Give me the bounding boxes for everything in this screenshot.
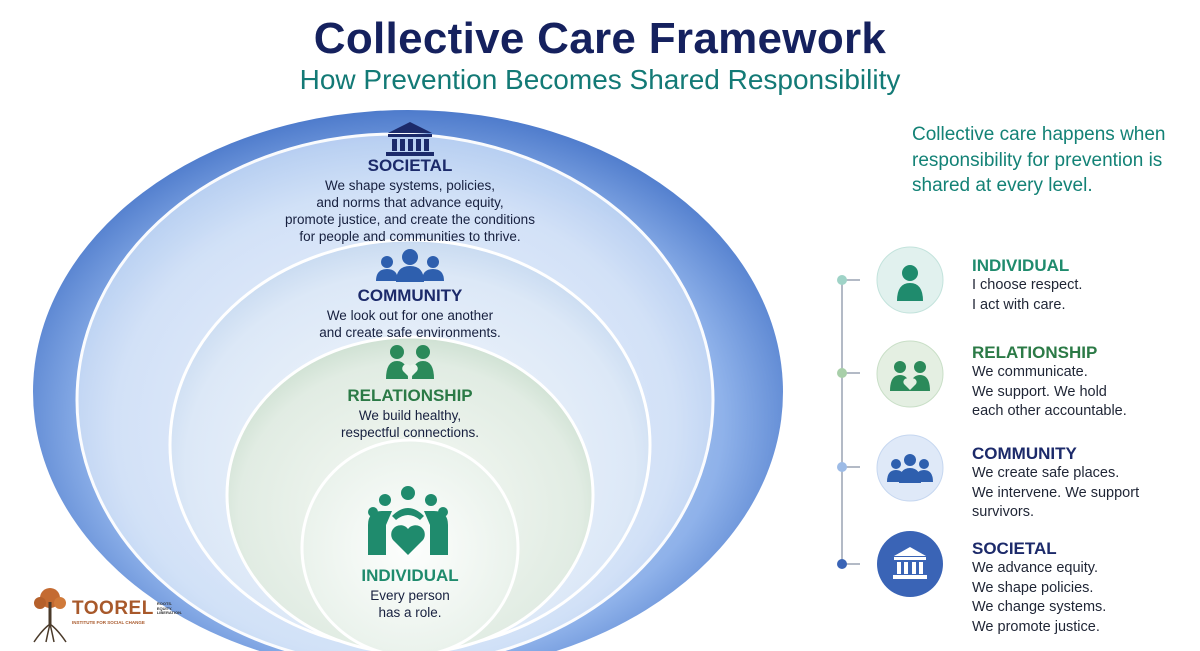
sidebar-item-line: We promote justice. (972, 618, 1100, 635)
sidebar-item-line: We advance equity. (972, 560, 1099, 576)
logo-subtitle: INSTITUTE FOR SOCIAL CHANGE (72, 620, 145, 625)
timeline-dot-community (837, 462, 847, 472)
community-line-2: and create safe environments. (319, 325, 501, 340)
sidebar-item-label: RELATIONSHIP (972, 343, 1098, 362)
relationship-label: RELATIONSHIP (347, 386, 473, 405)
sidebar-item-line: We communicate. (972, 364, 1088, 380)
individual-line-2: has a role. (378, 605, 442, 620)
sidebar-item-line: survivors. (972, 504, 1035, 520)
societal-line-2: and norms that advance equity, (316, 195, 504, 210)
societal-line-4: for people and communities to thrive. (299, 229, 521, 244)
logo-tagline-line: EQUITY. (156, 605, 173, 611)
two-people-heart-icon (386, 345, 434, 379)
sidebar-individual-icon-badge (876, 246, 944, 314)
sidebar-item-individual: INDIVIDUAL I choose respect. I act with … (972, 256, 1192, 315)
sidebar-item-line: each other accountable. (972, 403, 1127, 419)
societal-line-3: promote justice, and create the conditio… (285, 212, 535, 227)
relationship-ring-text: RELATIONSHIP We build healthy, respectfu… (300, 386, 520, 441)
timeline-connector (837, 275, 860, 569)
sidebar-item-line: We shape policies. (972, 579, 1094, 596)
sidebar-item-line: We create safe places. (972, 465, 1120, 481)
individual-ring-text: INDIVIDUAL Every person has a role. (330, 566, 490, 621)
group-people-icon (887, 454, 933, 483)
timeline-dot-societal (837, 559, 847, 569)
government-building-icon (386, 122, 434, 156)
sidebar-item-line: I act with care. (972, 296, 1066, 313)
two-people-heart-icon (890, 361, 930, 391)
sidebar-item-label: SOCIETAL (972, 539, 1057, 558)
sidebar-item-line: I choose respect. (972, 277, 1083, 293)
sidebar-societal-icon-badge (877, 531, 943, 597)
person-icon (897, 265, 923, 301)
timeline-dot-relationship (837, 368, 847, 378)
page-subtitle: How Prevention Becomes Shared Responsibi… (299, 64, 901, 95)
relationship-line-1: We build healthy, (358, 408, 462, 423)
sidebar-item-line: We intervene. We support (972, 484, 1140, 501)
sidebar-item-label: COMMUNITY (972, 444, 1077, 463)
logo: TOOREL ROOTS. EQUITY. LIBERATION. INSTIT… (72, 598, 182, 625)
sidebar-item-line: We support. We hold (972, 383, 1107, 400)
logo-name: TOOREL (72, 598, 154, 619)
sidebar-item-label: INDIVIDUAL (972, 256, 1070, 275)
page-title: Collective Care Framework (313, 14, 887, 63)
societal-ring-text: SOCIETAL We shape systems, policies, and… (250, 156, 570, 245)
community-label: COMMUNITY (357, 286, 463, 305)
societal-label: SOCIETAL (367, 156, 453, 175)
individual-line-1: Every person (370, 588, 450, 603)
sidebar-item-community: COMMUNITY We create safe places. We inte… (972, 444, 1192, 523)
intro-text: Collective care happens when responsibil… (912, 124, 1166, 196)
logo-tagline-line: LIBERATION. (156, 610, 183, 616)
logo-tagline-line: ROOTS. (156, 601, 173, 607)
timeline-dot-individual (837, 275, 847, 285)
group-people-icon (376, 249, 444, 282)
logo-tagline: ROOTS. EQUITY. LIBERATION. (157, 602, 182, 616)
sidebar-relationship-icon-badge (876, 340, 944, 408)
sidebar-item-relationship: RELATIONSHIP We communicate. We support.… (972, 343, 1192, 422)
tree-roots-icon (33, 588, 67, 643)
relationship-line-2: respectful connections. (340, 425, 480, 440)
community-line-1: We look out for one another (326, 308, 494, 323)
sidebar-community-icon-badge (876, 434, 944, 502)
societal-line-1: We shape systems, policies, (324, 178, 496, 193)
individual-label: INDIVIDUAL (361, 566, 459, 585)
sidebar-item-line: We change systems. (972, 599, 1107, 615)
sidebar-item-societal: SOCIETAL We advance equity. We shape pol… (972, 539, 1192, 637)
community-ring-text: COMMUNITY We look out for one another an… (290, 286, 530, 341)
people-around-heart-icon (368, 486, 448, 555)
government-building-icon (893, 547, 927, 579)
